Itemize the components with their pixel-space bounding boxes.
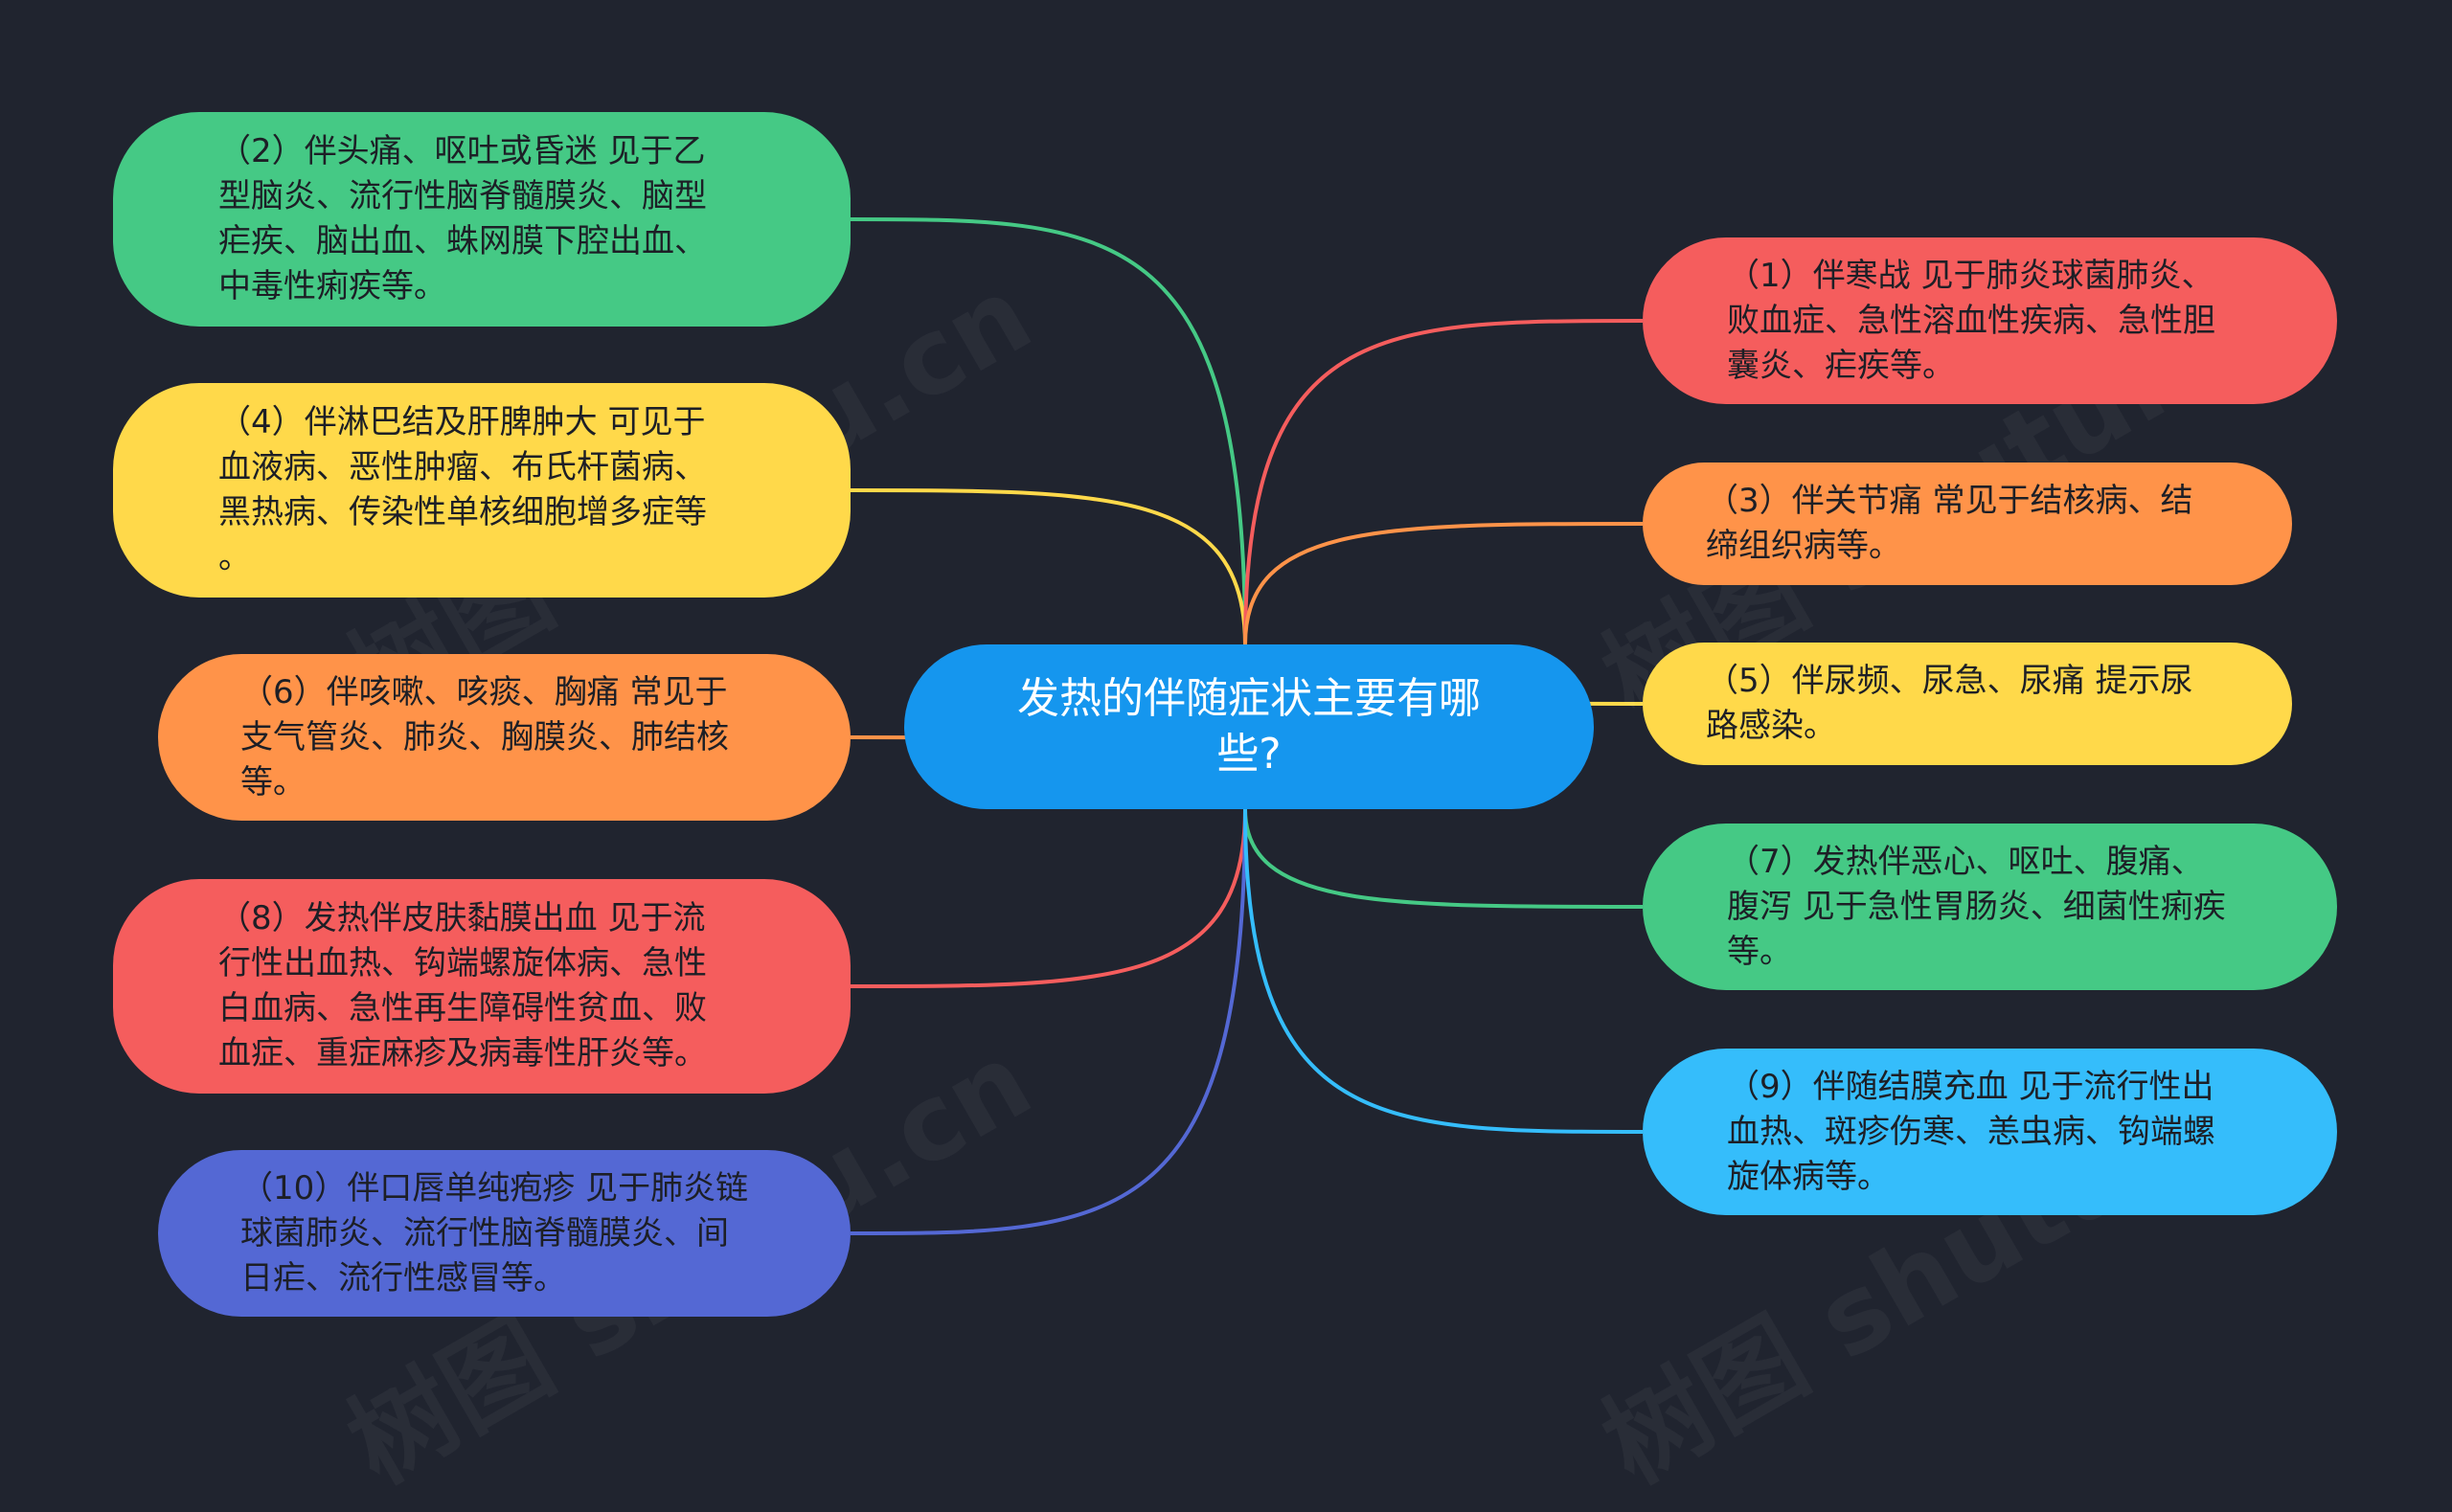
- branch-node-text: （2）伴头痛、呕吐或昏迷 见于乙 型脑炎、流行性脑脊髓膜炎、脑型 疟疾、脑出血、…: [218, 132, 707, 305]
- connector-line: [1243, 808, 1644, 1134]
- central-topic-text: 发热的伴随症状主要有哪 些?: [1017, 674, 1481, 779]
- branch-node-bleeding[interactable]: （8）发热伴皮肤黏膜出血 见于流 行性出血热、钩端螺旋体病、急性 白血病、急性再…: [113, 879, 851, 1094]
- branch-node-text: （4）伴淋巴结及肝脾肿大 可见于 血液病、恶性肿瘤、布氏杆菌病、 黑热病、传染性…: [218, 403, 707, 576]
- branch-node-text: （3）伴关节痛 常见于结核病、结 缔组织病等。: [1706, 482, 2193, 565]
- central-topic[interactable]: 发热的伴随症状主要有哪 些?: [904, 644, 1594, 809]
- branch-node-joint-pain[interactable]: （3）伴关节痛 常见于结核病、结 缔组织病等。: [1643, 463, 2292, 585]
- branch-node-chills[interactable]: （1）伴寒战 见于肺炎球菌肺炎、 败血症、急性溶血性疾病、急性胆 囊炎、疟疾等。: [1643, 237, 2337, 404]
- branch-node-text: （1）伴寒战 见于肺炎球菌肺炎、 败血症、急性溶血性疾病、急性胆 囊炎、疟疾等。: [1727, 256, 2215, 385]
- branch-node-text: （6）伴咳嗽、咳痰、胸痛 常见于 支气管炎、肺炎、胸膜炎、肺结核 等。: [240, 672, 729, 801]
- connector-line: [1243, 808, 1644, 909]
- branch-node-cough[interactable]: （6）伴咳嗽、咳痰、胸痛 常见于 支气管炎、肺炎、胸膜炎、肺结核 等。: [158, 654, 851, 821]
- branch-node-text: （5）伴尿频、尿急、尿痛 提示尿 路感染。: [1706, 662, 2193, 745]
- connector-line: [1243, 319, 1644, 645]
- connector-line: [850, 808, 1247, 1235]
- branch-node-headache[interactable]: （2）伴头痛、呕吐或昏迷 见于乙 型脑炎、流行性脑脊髓膜炎、脑型 疟疾、脑出血、…: [113, 112, 851, 327]
- branch-node-conjunctiva[interactable]: （9）伴随结膜充血 见于流行性出 血热、斑疹伤寒、恙虫病、钩端螺 旋体病等。: [1643, 1049, 2337, 1215]
- connector-line: [850, 808, 1247, 988]
- branch-node-gastro[interactable]: （7）发热伴恶心、呕吐、腹痛、 腹泻 见于急性胃肠炎、细菌性痢疾 等。: [1643, 824, 2337, 990]
- branch-node-urinary[interactable]: （5）伴尿频、尿急、尿痛 提示尿 路感染。: [1643, 643, 2292, 765]
- branch-node-lymph[interactable]: （4）伴淋巴结及肝脾肿大 可见于 血液病、恶性肿瘤、布氏杆菌病、 黑热病、传染性…: [113, 383, 851, 598]
- branch-node-text: （7）发热伴恶心、呕吐、腹痛、 腹泻 见于急性胃肠炎、细菌性痢疾 等。: [1727, 842, 2226, 971]
- connector-line: [850, 217, 1247, 645]
- connector-line: [1243, 522, 1644, 645]
- branch-node-herpes[interactable]: （10）伴口唇单纯疱疹 见于肺炎链 球菌肺炎、流行性脑脊髓膜炎、间 日疟、流行性…: [158, 1150, 851, 1317]
- branch-node-text: （9）伴随结膜充血 见于流行性出 血热、斑疹伤寒、恙虫病、钩端螺 旋体病等。: [1727, 1067, 2215, 1196]
- branch-node-text: （8）发热伴皮肤黏膜出血 见于流 行性出血热、钩端螺旋体病、急性 白血病、急性再…: [218, 899, 707, 1072]
- mindmap-canvas: 树图 shutu.cn 树图 shutu.cn 树图 shutu.cn 树图 s…: [113, 112, 2337, 1317]
- connector-line: [850, 488, 1247, 645]
- branch-node-text: （10）伴口唇单纯疱疹 见于肺炎链 球菌肺炎、流行性脑脊髓膜炎、间 日疟、流行性…: [240, 1168, 749, 1298]
